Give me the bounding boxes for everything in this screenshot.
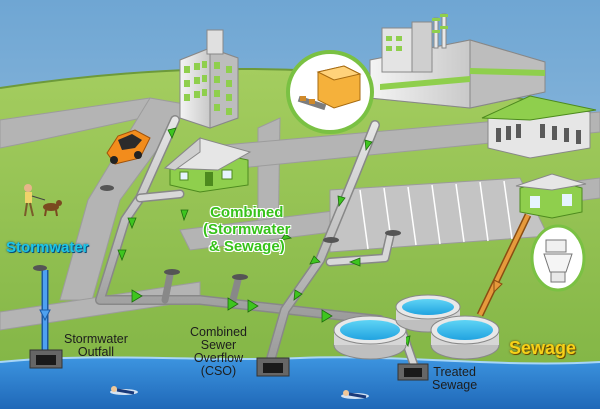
- storm-drains: [33, 185, 401, 280]
- river: [0, 357, 600, 409]
- sewage-pipe-highlight: [478, 214, 530, 316]
- cso-line-3: Overflow: [193, 351, 244, 365]
- combined-line-3: & Sewage): [208, 238, 285, 255]
- sewage-arrow: [493, 279, 503, 294]
- car-icon: [106, 129, 151, 165]
- stormwater-outfall: [29, 349, 63, 369]
- sewage-label: Sewage: [509, 338, 577, 358]
- combined-label: Combined (Stormwater & Sewage): [203, 204, 291, 255]
- stormwater-outfall-line-2: Outfall: [77, 345, 115, 359]
- parking-lot: [329, 177, 549, 253]
- conveyor-icon: [286, 50, 374, 134]
- dog-walker-icon: [24, 184, 62, 217]
- cso-outfall: [256, 357, 290, 377]
- cso-line-2: Sewer: [200, 338, 237, 352]
- stormwater-arrow: [39, 309, 51, 322]
- treatment-tanks: [333, 294, 500, 360]
- treated-sewage-line-2: Sewage: [432, 378, 478, 392]
- stormwater-outfall-line-1: Stormwater: [64, 332, 128, 346]
- treated-sewage-outfall: [397, 363, 429, 381]
- stormwater-outfall-label: Stormwater Outfall: [64, 333, 128, 359]
- combined-line-1: Combined: [210, 204, 284, 221]
- swimmer-icon: [110, 386, 138, 395]
- treated-sewage-label: Treated Sewage: [432, 366, 477, 392]
- treated-sewage-line-1: Treated: [433, 365, 476, 379]
- house: [163, 136, 252, 193]
- combined-line-2: (Stormwater: [203, 221, 291, 238]
- cso-label: Combined Sewer Overflow (CSO): [190, 326, 247, 378]
- toilet-icon: [530, 224, 586, 292]
- combined-pipes: [95, 115, 420, 373]
- swimmer-icon-2: [341, 390, 369, 399]
- stormwater-label: Stormwater: [6, 239, 89, 256]
- shop-building: [515, 173, 587, 219]
- cso-line-4: (CSO): [200, 364, 237, 378]
- apartment-building: [179, 29, 239, 129]
- public-building: [481, 95, 597, 159]
- cso-line-1: Combined: [190, 325, 247, 339]
- river-shoreline: [0, 356, 600, 365]
